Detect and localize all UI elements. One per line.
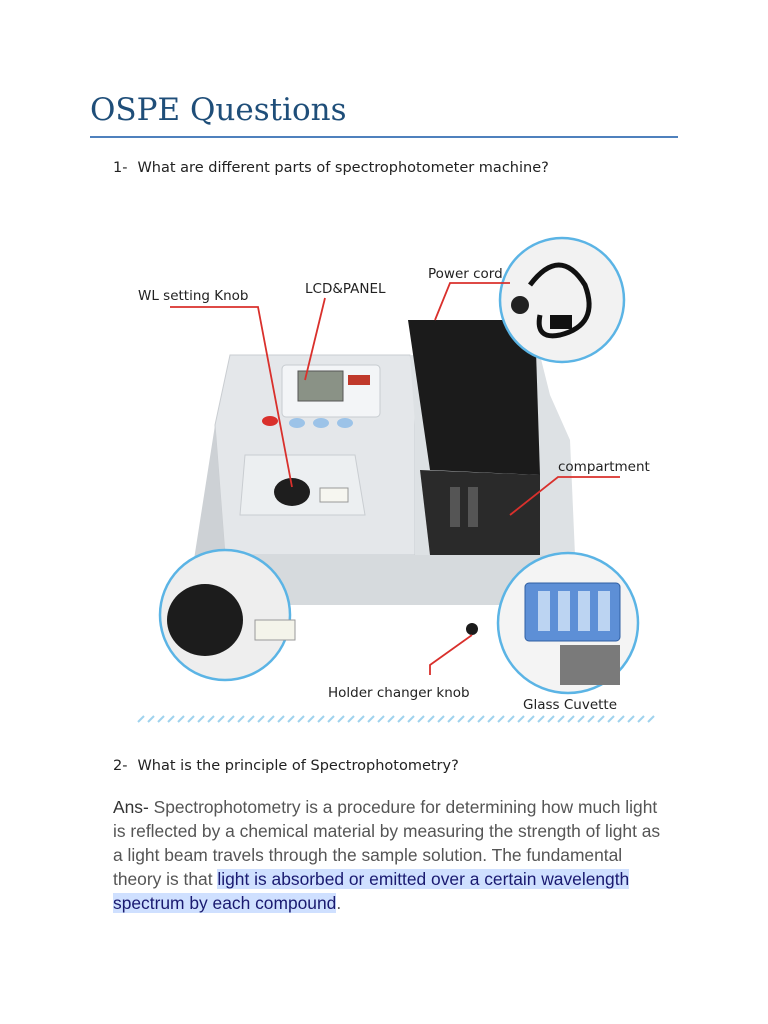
- power-cord-inset: [498, 236, 626, 364]
- question-1: 1- What are different parts of spectropho…: [113, 160, 549, 176]
- question-2-number: 2-: [113, 758, 128, 774]
- label-lcd-panel: LCD&PANEL: [305, 281, 386, 297]
- sample-compartment: [408, 320, 540, 555]
- cuvette-inset: [496, 551, 640, 695]
- question-1-text: What are different parts of spectrophoto…: [137, 160, 549, 176]
- label-power-cord: Power cord: [428, 266, 503, 282]
- label-compartment: compartment: [558, 459, 650, 475]
- label-wl-knob: WL setting Knob: [138, 288, 249, 304]
- label-glass-cuvette: Glass Cuvette: [523, 697, 617, 713]
- spectrophotometer-figure: WL setting Knob LCD&PANEL Power cord com…: [137, 236, 655, 723]
- answer-text: Spectrophotometry is a procedure for det…: [113, 797, 661, 889]
- hatch-divider: [137, 715, 655, 723]
- page-title: OSPE Questions: [90, 92, 347, 128]
- answer-prefix: Ans-: [113, 797, 149, 817]
- question-1-number: 1-: [113, 160, 128, 176]
- answer-end: .: [336, 893, 342, 913]
- title-underline: [90, 136, 678, 138]
- pointer-lines: [170, 282, 620, 675]
- holder-knob-dot: [466, 623, 478, 635]
- question-2: 2- What is the principle of Spectrophotom…: [113, 758, 459, 774]
- label-holder-knob: Holder changer knob: [328, 685, 470, 701]
- answer-paragraph: Ans- Spectrophotometry is a procedure fo…: [113, 795, 673, 915]
- knob-inset: [158, 548, 296, 682]
- question-2-text: What is the principle of Spectrophotomet…: [137, 758, 459, 774]
